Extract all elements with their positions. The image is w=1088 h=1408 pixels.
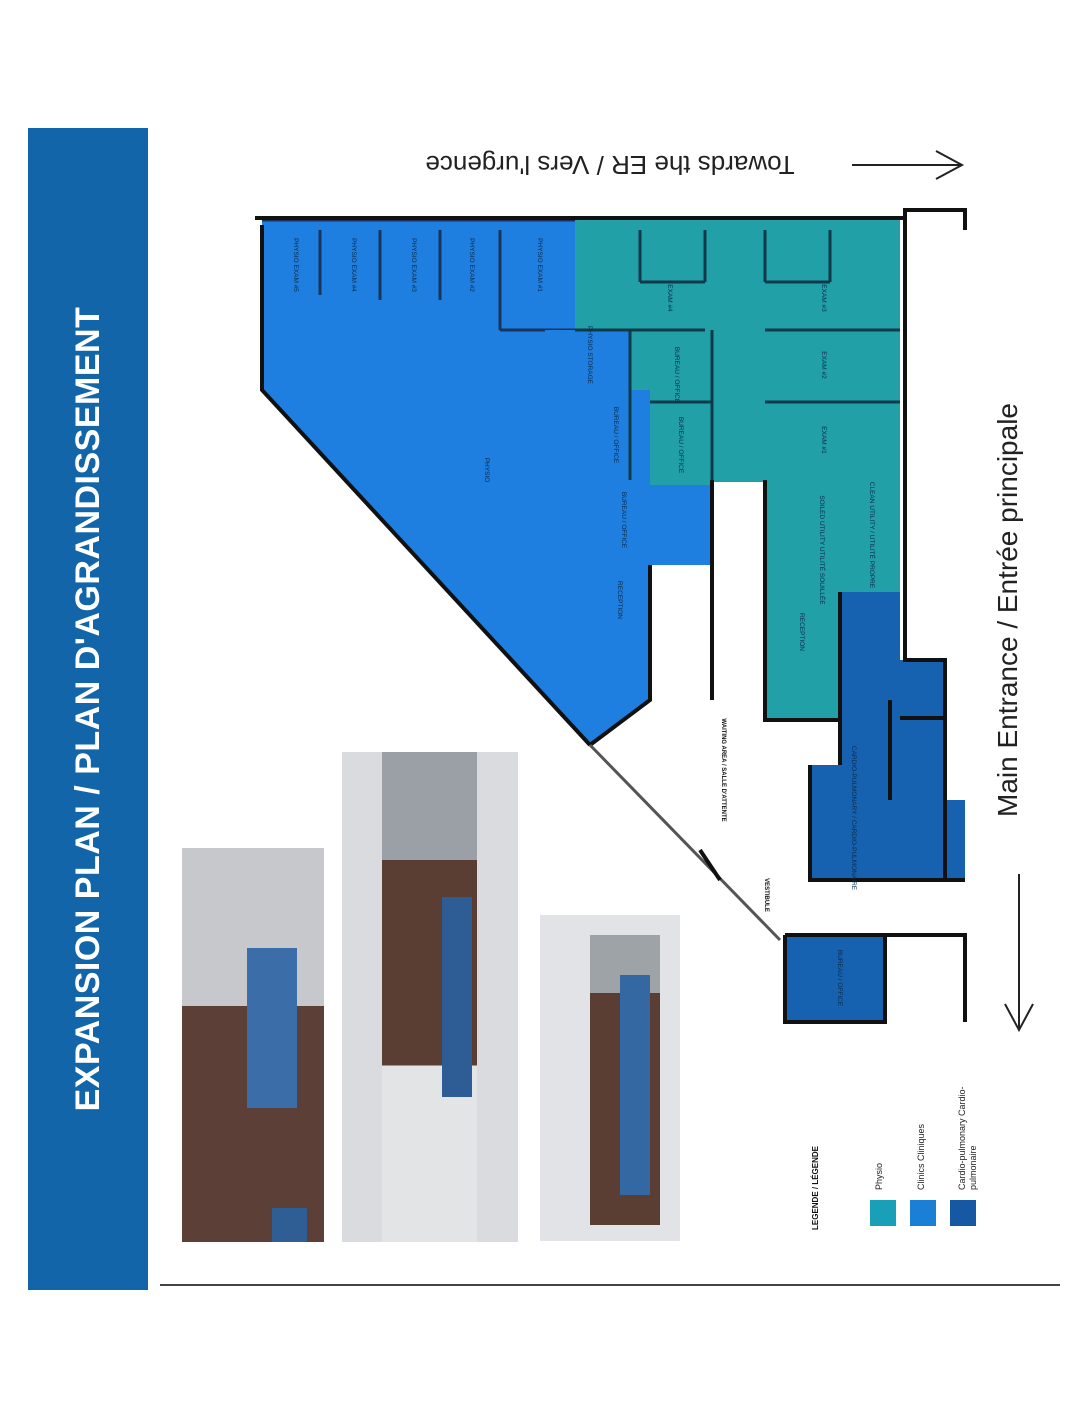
physio-label: PHYSIO (483, 458, 490, 483)
reception-physio-label: RECEPTION (616, 581, 623, 619)
main-entrance-arrow-icon (1004, 874, 1034, 1033)
elevation-rendering-1 (182, 848, 324, 1242)
legend-label-cardio: Cardio-pulmonary Cardio-pulmonaire (957, 1086, 978, 1190)
soiled-utility-label: SOILED UTILITY UTILITÉ SOUILLÉE (818, 495, 827, 605)
waiting-area-label: WAITING AREA / SALLE D'ATTENTE (720, 718, 726, 821)
legend-swatch-cardio (950, 1200, 976, 1226)
legend-label-clinics: Clinics Cliniques (916, 1123, 926, 1190)
legend-label-physio: Physio (874, 1162, 884, 1190)
elevation-rendering-2 (342, 752, 518, 1242)
bureau-office-2-label: BUREAU / OFFICE (620, 492, 627, 549)
physio-storage-label: PHYSIO STORAGE (586, 326, 593, 385)
reception-clinic-label: RECEPTION (798, 613, 805, 651)
bureau-office-4-room (785, 937, 885, 1022)
physio-exam-5-label: PHYSIO EXAM #5 (292, 238, 299, 292)
bureau-office-1-label: BUREAU / OFFICE (612, 407, 619, 464)
physio-exam-3-label: PHYSIO EXAM #3 (410, 238, 417, 292)
bureau-office-4-label: BUREAU / OFFICE (836, 950, 843, 1007)
title-band: EXPANSION PLAN / PLAN D'AGRANDISSEMENT (28, 128, 148, 1290)
legend-title: LEGENDE / LÉGENDE (811, 1145, 820, 1230)
bureau-office-3-label: BUREAU / OFFICE (673, 347, 680, 404)
physio-area (255, 220, 650, 745)
legend-swatch-physio (870, 1200, 896, 1226)
vestibule-label: VESTIBULE (763, 878, 769, 912)
elevation-rendering-3 (540, 915, 680, 1241)
legend-swatch-clinics (910, 1200, 936, 1226)
cardio-pulmonary-label: CARDIO-PULMONARY / CARDIO-PULMONAIRE (850, 746, 857, 891)
exam-3-label: EXAM #3 (820, 284, 827, 312)
cardio-area (810, 592, 965, 880)
physio-exam-4-label: PHYSIO EXAM #4 (350, 238, 357, 292)
bureau-office-5-label: BUREAU / OFFICE (677, 417, 684, 474)
exam-1-label: EXAM #1 (820, 426, 827, 454)
exam-4-label: EXAM #4 (666, 284, 673, 312)
exam-2-label: EXAM #2 (820, 351, 827, 379)
bottom-rule (160, 1284, 1060, 1286)
physio-exam-2-label: PHYSIO EXAM #2 (468, 238, 475, 292)
towards-er-arrow-icon (852, 150, 965, 180)
physio-exam-1-label: PHYSIO EXAM #1 (536, 238, 543, 292)
clean-utility-label: CLEAN UTILITY / UTILITÉ PROPRE (868, 482, 877, 589)
